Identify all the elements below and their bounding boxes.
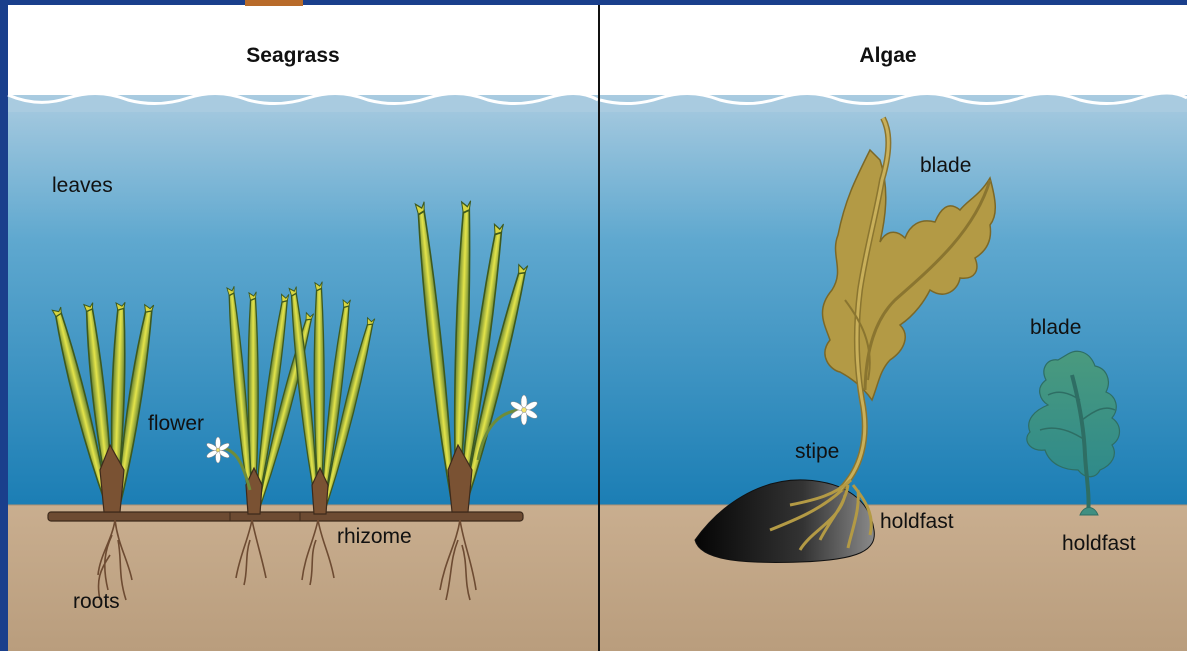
label-rhizome: rhizome [337, 525, 412, 548]
label-blade-small: blade [1030, 316, 1081, 339]
seagrass-title: Seagrass [246, 44, 339, 67]
label-flower: flower [148, 412, 204, 435]
seagrass-panel: Seagrass leaves flower rhizome roots [8, 5, 598, 651]
label-stipe: stipe [795, 440, 839, 463]
label-roots: roots [73, 590, 120, 613]
label-holdfast-small: holdfast [1062, 532, 1136, 555]
rhizome [48, 512, 523, 521]
label-leaves: leaves [52, 174, 113, 197]
label-holdfast-large: holdfast [880, 510, 954, 533]
algae-panel: Algae blade stipe holdfast blade holdfas… [600, 5, 1187, 651]
label-blade-large: blade [920, 154, 971, 177]
top-tab [245, 0, 303, 6]
algae-title: Algae [859, 44, 916, 67]
